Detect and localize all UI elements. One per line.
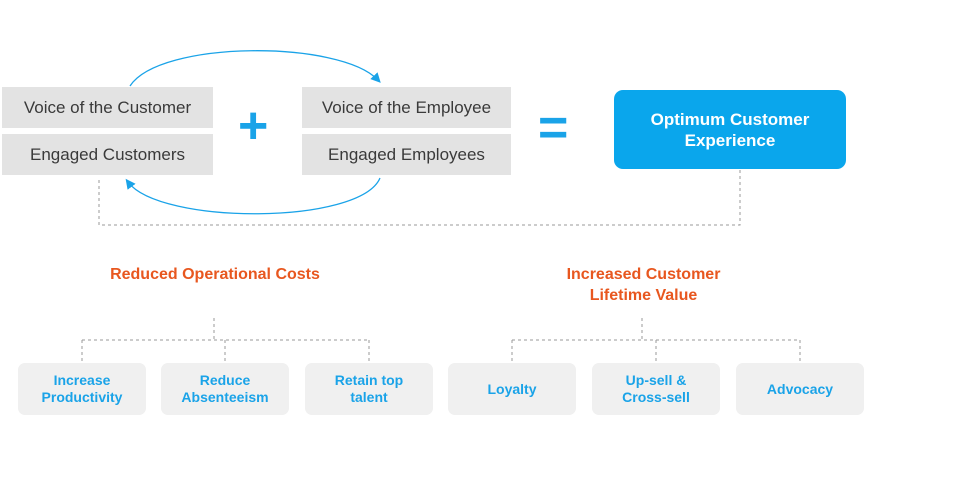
engaged-employees-box: Engaged Employees [302,134,511,175]
retain-top-talent-pill: Retain top talent [305,363,433,415]
outcome-tree-2 [511,318,801,362]
cycle-arrow-bottom [125,177,381,215]
outcome-tree-1 [81,318,370,362]
pill-label: Increase Productivity [41,372,123,405]
pill-label: Reduce Absenteeism [181,372,269,405]
pill-label: Advocacy [766,380,834,397]
reduce-absenteeism-pill: Reduce Absenteeism [161,363,289,415]
cycle-arrow-top [129,50,381,87]
upsell-cross-sell-pill: Up-sell & Cross-sell [592,363,720,415]
advocacy-pill: Advocacy [736,363,864,415]
equals-sign: = [538,99,569,157]
pill-label: Loyalty [487,380,537,397]
loyalty-pill: Loyalty [448,363,576,415]
voice-of-employee-box: Voice of the Employee [302,87,511,128]
feedback-dashed-line [98,170,741,226]
increase-productivity-pill: Increase Productivity [18,363,146,415]
plus-sign: + [238,97,269,155]
optimum-customer-experience-box: Optimum Customer Experience [614,90,846,169]
increased-lifetime-value-heading: Increased Customer Lifetime Value [566,266,721,304]
engaged-customers-box: Engaged Customers [2,134,213,175]
reduced-operational-costs-heading: Reduced Operational Costs [110,266,320,283]
pill-label: Up-sell & Cross-sell [622,372,690,405]
voice-of-customer-box: Voice of the Customer [2,87,213,128]
result-label: Optimum Customer Experience [650,109,810,150]
pill-label: Retain top talent [334,372,404,405]
